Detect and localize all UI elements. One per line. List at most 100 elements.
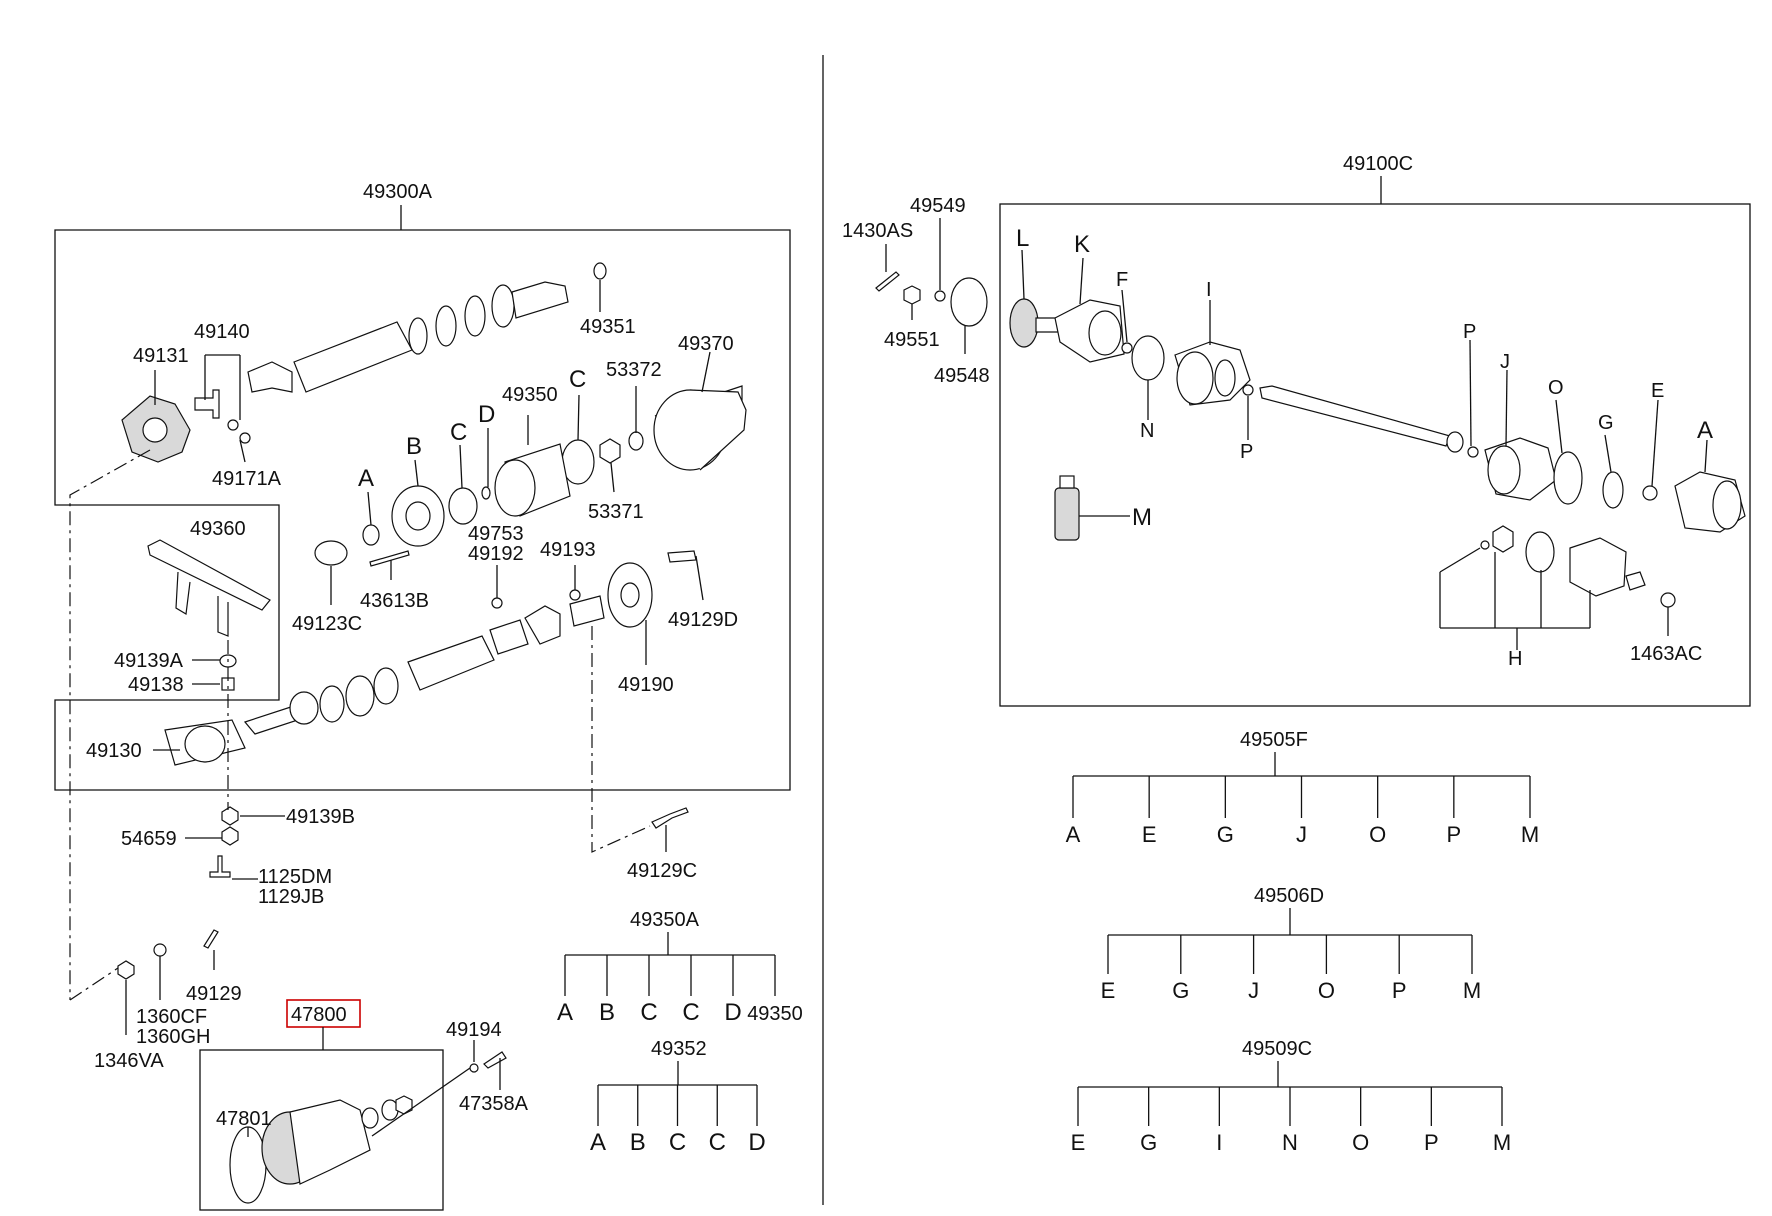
clip-1463AC-icon[interactable] (1660, 592, 1676, 608)
washer-53372-icon[interactable] (628, 431, 644, 451)
kit-item[interactable]: D (748, 1129, 765, 1156)
label-47358A[interactable]: 47358A (459, 1093, 529, 1115)
kit-item[interactable]: O (1318, 978, 1335, 1003)
label-49139B[interactable]: 49139B (286, 806, 355, 828)
nut-49139B-icon[interactable] (221, 806, 239, 826)
nut-53371-icon[interactable] (599, 438, 621, 464)
kit-title-49352[interactable]: 49352 (651, 1038, 707, 1060)
label-49549[interactable]: 49549 (910, 195, 966, 217)
clip-E-icon[interactable] (1642, 485, 1658, 501)
label-53371[interactable]: 53371 (588, 501, 644, 523)
clip-F-icon[interactable] (1121, 342, 1133, 354)
kit-item[interactable]: C (669, 1129, 686, 1156)
kit-item[interactable]: E (1101, 978, 1116, 1003)
label-N[interactable]: N (1140, 420, 1154, 442)
label-49360[interactable]: 49360 (190, 518, 246, 540)
kit-item[interactable]: A (557, 999, 573, 1026)
kit-title-49350A[interactable]: 49350A (630, 909, 700, 931)
nut-49192-icon[interactable] (491, 597, 503, 609)
kit-item[interactable]: A (590, 1129, 606, 1156)
kit-item[interactable]: G (1140, 1130, 1157, 1155)
kit-item[interactable]: P (1446, 822, 1461, 847)
tripod-H-icon[interactable] (1492, 525, 1514, 553)
label-47800[interactable]: 47800 (291, 1004, 347, 1026)
label-1430AS[interactable]: 1430AS (842, 220, 913, 242)
label-49139A[interactable]: 49139A (114, 650, 184, 672)
band-O-icon[interactable] (1553, 451, 1583, 505)
label-43613B[interactable]: 43613B (360, 590, 429, 612)
label-49130[interactable]: 49130 (86, 740, 142, 762)
label-1463AC[interactable]: 1463AC (1630, 643, 1702, 665)
front-tube-icon[interactable] (293, 321, 413, 393)
label-49123C[interactable]: 49123C (292, 613, 362, 635)
kit-item[interactable]: D (724, 999, 741, 1026)
label-49551[interactable]: 49551 (884, 329, 940, 351)
nut-54659-icon[interactable] (221, 826, 239, 846)
nut-49551-icon[interactable] (903, 285, 921, 305)
kit-item[interactable]: J (1248, 978, 1259, 1003)
kit-item[interactable]: P (1424, 1130, 1439, 1155)
washer-a-icon[interactable] (362, 524, 380, 546)
universal-joint-icon[interactable] (524, 605, 561, 645)
label-M[interactable]: M (1132, 504, 1152, 531)
label-1129JB[interactable]: 1129JB (258, 886, 324, 908)
joint-H-icon[interactable] (1569, 537, 1627, 597)
label-49351[interactable]: 49351 (580, 316, 636, 338)
label-1360CF[interactable]: 1360CF (136, 1006, 207, 1028)
oring-47801-icon[interactable] (229, 1126, 267, 1204)
stub-shaft-icon[interactable] (511, 281, 569, 319)
label-49300A[interactable]: 49300A (363, 181, 433, 203)
kit-item[interactable]: J (1296, 822, 1307, 847)
ring-icon[interactable] (408, 317, 428, 355)
label-E[interactable]: E (1651, 380, 1664, 402)
kit-title-49509C[interactable]: 49509C (1242, 1038, 1312, 1060)
axle-shaft-icon[interactable] (1259, 385, 1451, 447)
bolt-47358A-icon[interactable] (483, 1051, 507, 1069)
label-53372[interactable]: 53372 (606, 359, 662, 381)
kit-item[interactable]: O (1352, 1130, 1369, 1155)
label-C1[interactable]: C (450, 419, 467, 446)
washer-1360CF-icon[interactable] (153, 943, 167, 957)
label-49194[interactable]: 49194 (446, 1019, 502, 1041)
snap-ring-49351-icon[interactable] (593, 262, 607, 280)
clip-49171A-icon[interactable] (239, 432, 251, 444)
label-49138[interactable]: 49138 (128, 674, 184, 696)
label-54659[interactable]: 54659 (121, 828, 177, 850)
kit-item[interactable]: G (1172, 978, 1189, 1003)
pin-1430AS-icon[interactable] (875, 271, 900, 292)
label-P2[interactable]: P (1463, 321, 1476, 343)
rear-tube-icon[interactable] (407, 635, 495, 691)
label-49190[interactable]: 49190 (618, 674, 674, 696)
label-J[interactable]: J (1500, 351, 1510, 373)
label-O[interactable]: O (1548, 377, 1564, 399)
kit-item[interactable]: C (709, 1129, 726, 1156)
kit-item[interactable]: I (1216, 1130, 1222, 1155)
label-1346VA[interactable]: 1346VA (94, 1050, 164, 1072)
bolt-49129C-icon[interactable] (651, 807, 689, 829)
kit-item[interactable]: G (1217, 822, 1234, 847)
label-1360GH[interactable]: 1360GH (136, 1026, 211, 1048)
grease-M-icon[interactable] (1054, 487, 1080, 541)
bolt-49129D-icon[interactable] (667, 550, 697, 563)
spider-49140-icon[interactable] (194, 389, 220, 419)
kit-item[interactable]: E (1142, 822, 1157, 847)
bolt-1125DM-icon[interactable] (209, 855, 231, 878)
kit-item[interactable]: 49350 (747, 1003, 803, 1025)
kit-title-49506D[interactable]: 49506D (1254, 885, 1324, 907)
kit-item[interactable]: A (1066, 822, 1081, 847)
band-P1-icon[interactable] (1242, 384, 1254, 396)
label-H[interactable]: H (1508, 648, 1522, 670)
washer-49194-icon[interactable] (469, 1063, 479, 1073)
label-P1[interactable]: P (1240, 441, 1253, 463)
label-I[interactable]: I (1206, 279, 1212, 301)
label-C2[interactable]: C (569, 366, 586, 393)
label-49192[interactable]: 49192 (468, 543, 524, 565)
label-49129[interactable]: 49129 (186, 983, 242, 1005)
kit-item[interactable]: P (1392, 978, 1407, 1003)
label-49370[interactable]: 49370 (678, 333, 734, 355)
label-49193[interactable]: 49193 (540, 539, 596, 561)
kit-item[interactable]: C (682, 999, 699, 1026)
washer-49123C-icon[interactable] (314, 540, 348, 566)
label-49548[interactable]: 49548 (934, 365, 990, 387)
label-1125DM[interactable]: 1125DM (258, 866, 332, 888)
